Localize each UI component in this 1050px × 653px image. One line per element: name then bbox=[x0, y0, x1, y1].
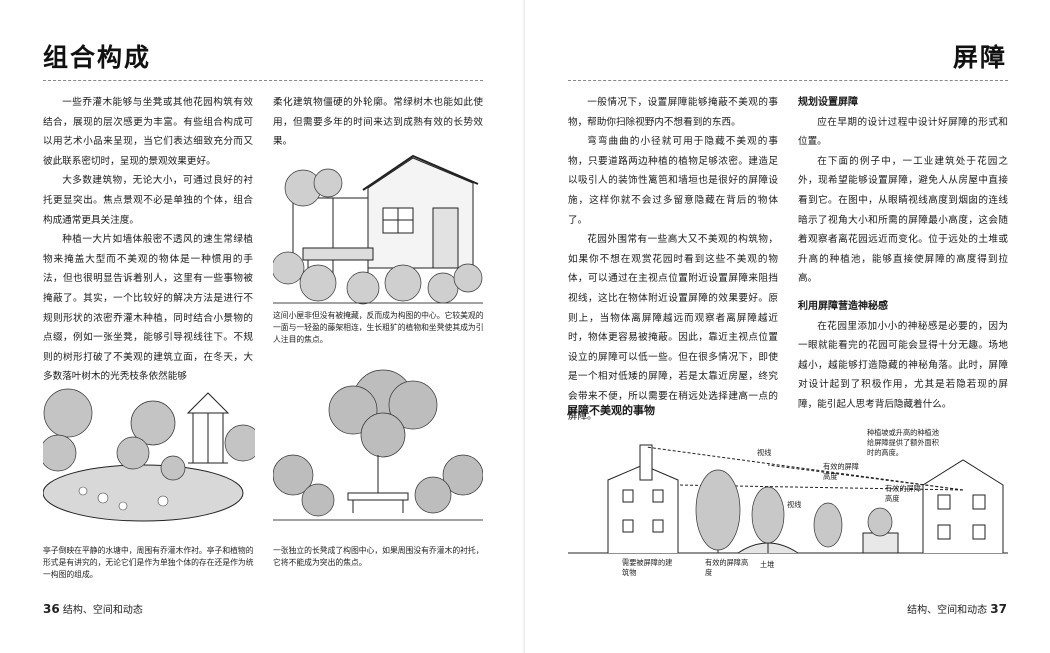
shed-illustration bbox=[273, 154, 483, 305]
diagram-title: 屏障不美观的事物 bbox=[567, 404, 655, 417]
paragraph: 一般情况下，设置屏障能够掩蔽不美观的事物，帮助你扫除视野内不想看到的东西。 bbox=[568, 97, 778, 128]
body-column-1: 一般情况下，设置屏障能够掩蔽不美观的事物，帮助你扫除视野内不想看到的东西。 弯弯… bbox=[568, 93, 778, 426]
paragraph: 花园外围常有一些高大又不美观的构筑物，如果你不想在观赏花园时看到这些不美观的物体… bbox=[568, 234, 778, 422]
body-column-2: 规划设置屏障 应在早期的设计过程中设计好屏障的形式和位置。 在下面的例子中，一工… bbox=[798, 93, 1008, 415]
left-page: 组合构成 一些乔灌木能够与坐凳或其他花园构筑有效结合，展现的层次感更为丰富。有些… bbox=[43, 43, 484, 616]
right-page: 屏障 一般情况下，设置屏障能够掩蔽不美观的事物，帮助你扫除视野内不想看到的东西。… bbox=[525, 0, 1050, 653]
page-number: 36 bbox=[43, 602, 60, 616]
label-building: 需要被屏障的建筑物 bbox=[622, 558, 673, 577]
paragraph: 柔化建筑物僵硬的外轮廓。常绿树木也能如此使用，但需要多年的时间来达到成熟有效的长… bbox=[273, 97, 483, 148]
label-mound: 土堆 bbox=[760, 560, 775, 569]
label-sightline: 视线 bbox=[757, 448, 772, 457]
shed-caption: 这间小屋非但没有被掩藏，反而成为构图的中心。它较美观的一面与一轻盈的藤架相连，生… bbox=[273, 311, 484, 344]
label-effective-height: 有效的屏障高度 bbox=[823, 462, 859, 481]
paragraph: 大多数建筑物，无论大小，可通过良好的衬托更显突出。焦点景观不必是单独的个体，组合… bbox=[43, 175, 253, 226]
paragraph: 应在早期的设计过程中设计好屏障的形式和位置。 bbox=[798, 116, 1008, 148]
label-raised-bed: 种植坡或升高的种植池给屏障提供了额外面积时的高度。 bbox=[867, 428, 939, 457]
bench-illustration bbox=[273, 369, 483, 521]
footer-text: 结构、空间和动态 bbox=[907, 605, 988, 616]
paragraph: 在花园里添加小小的神秘感是必要的，因为一眼就能看完的花园可能会显得十分无趣。场地… bbox=[798, 320, 1008, 410]
body-column-2: 柔化建筑物僵硬的外轮廓。常绿树木也能如此使用，但需要多年的时间来达到成熟有效的长… bbox=[273, 93, 483, 152]
title-rule bbox=[43, 80, 483, 81]
bench-caption: 一张独立的长凳成了构图中心，如果周围没有乔灌木的衬托，它将不能成为突出的焦点。 bbox=[273, 546, 484, 567]
pavilion-illustration bbox=[43, 388, 255, 522]
label-effective-height: 有效的屏障高度 bbox=[885, 484, 921, 503]
page-footer: 36 结构、空间和动态 bbox=[43, 601, 143, 616]
label-effective-height: 有效的屏障高度 bbox=[705, 558, 749, 577]
screening-diagram bbox=[568, 444, 1008, 554]
section-heading: 规划设置屏障 bbox=[798, 97, 858, 108]
body-column-1: 一些乔灌木能够与坐凳或其他花园构筑有效结合，展现的层次感更为丰富。有些组合构成可… bbox=[43, 93, 253, 387]
section-heading: 利用屏障营造神秘感 bbox=[798, 300, 888, 312]
paragraph: 一些乔灌木能够与坐凳或其他花园构筑有效结合，展现的层次感更为丰富。有些组合构成可… bbox=[43, 97, 253, 167]
page-title: 组合构成 bbox=[43, 43, 152, 72]
footer-text: 结构、空间和动态 bbox=[62, 605, 143, 616]
paragraph: 在下面的例子中，一工业建筑处于花园之外，现希望能够设置屏障，避免人从房屋中直接看… bbox=[798, 155, 1008, 285]
page-number: 37 bbox=[990, 602, 1007, 616]
label-sightline: 视线 bbox=[787, 500, 802, 509]
page-title: 屏障 bbox=[952, 43, 1007, 72]
title-rule bbox=[568, 80, 1008, 81]
pavilion-caption: 亭子倒映在平静的水塘中，周围有乔灌木作衬。亭子和植物的形式是有讲究的，无论它们是… bbox=[43, 546, 254, 579]
page-footer: 结构、空间和动态 37 bbox=[907, 601, 1007, 616]
paragraph: 种植一大片如墙体般密不透风的速生常绿植物来掩盖大型而不美观的物体是一种惯用的手法… bbox=[43, 234, 253, 383]
paragraph: 弯弯曲曲的小径就可用于隐藏不美观的事物，只要道路两边种植的植物足够浓密。建造足以… bbox=[568, 136, 778, 226]
